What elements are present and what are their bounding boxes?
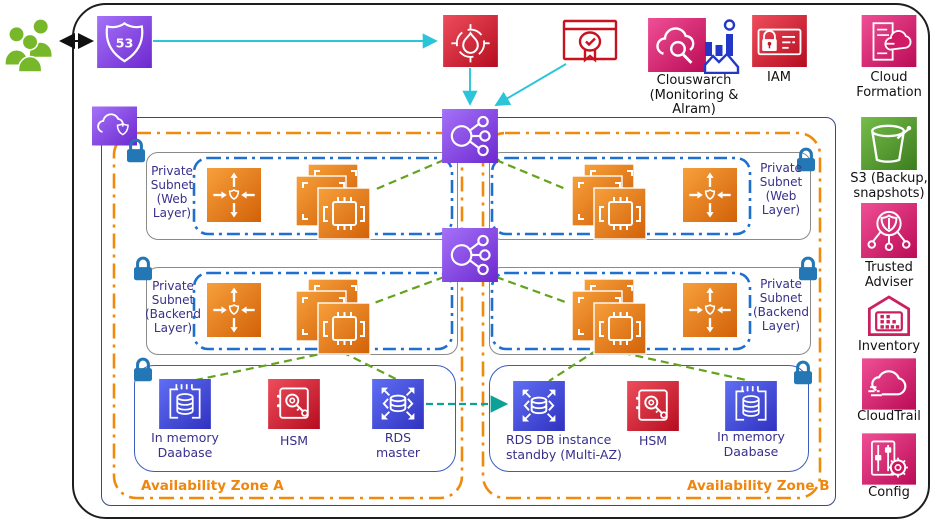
network-acl-icon — [207, 168, 261, 222]
waf-icon — [443, 15, 498, 67]
subnet-lock-icon — [125, 138, 147, 164]
svg-text:53: 53 — [116, 36, 134, 51]
elasticache-icon — [725, 381, 777, 431]
monitoring-chart-icon — [704, 19, 740, 74]
trusted-adviser-label: Trusted Adviser — [864, 260, 914, 290]
in-memory-db-label-zone-a: In memory Daabase — [151, 430, 219, 460]
ec2-instances-icon — [295, 164, 371, 240]
availability-zone-b-label: Availability Zone B — [687, 478, 830, 494]
elasticache-icon — [159, 379, 211, 429]
s3-label: S3 (Backup, snapshots) — [850, 171, 928, 201]
route53-icon: 53 — [97, 16, 152, 68]
subnet-lock-icon — [792, 360, 814, 386]
hsm-icon — [627, 381, 679, 431]
config-icon — [862, 433, 916, 485]
ec2-instances-icon — [571, 164, 647, 240]
cloudtrail-label: CloudTrail — [857, 409, 921, 424]
network-acl-icon — [683, 168, 737, 222]
rds-icon — [372, 379, 424, 429]
network-acl-icon — [683, 283, 737, 337]
users-icon — [4, 18, 54, 72]
web-subnet-label-zone-a: Private Subnet (Web Layer) — [150, 164, 194, 221]
cloudtrail-icon — [862, 358, 916, 410]
hsm-label-zone-b: HSM — [638, 433, 668, 448]
certificate-manager-icon — [562, 19, 618, 63]
cloudwatch-label: Clouswarch (Monitoring & Alram) — [649, 73, 739, 118]
inventory-label: Inventory — [857, 339, 921, 354]
inventory-icon — [867, 295, 911, 336]
in-memory-db-label-zone-b: In memory Daabase — [717, 429, 785, 459]
iam-label: IAM — [767, 70, 791, 85]
network-acl-icon — [207, 283, 261, 337]
cloudwatch-icon — [648, 18, 706, 72]
ec2-instances-icon — [295, 279, 371, 355]
rds-icon — [513, 381, 565, 431]
subnet-lock-icon — [132, 357, 154, 383]
load-balancer-icon — [442, 109, 498, 163]
rds-master-label: RDS master — [375, 430, 421, 460]
cloudformation-icon — [861, 15, 917, 67]
load-balancer-icon — [442, 228, 498, 282]
iam-icon — [752, 15, 807, 67]
backend-subnet-label-zone-b: Private Subnet (Backend Layer) — [753, 277, 809, 334]
cloudformation-label: Cloud Formation — [856, 70, 922, 100]
web-subnet-label-zone-b: Private Subnet (Web Layer) — [759, 161, 803, 218]
hsm-icon — [268, 379, 320, 429]
backend-subnet-label-zone-a: Private Subnet (Backend Layer) — [145, 279, 201, 336]
ec2-instances-icon — [571, 279, 647, 355]
s3-bucket-icon — [861, 117, 917, 170]
config-label: Config — [868, 485, 910, 500]
hsm-label-zone-a: HSM — [279, 433, 309, 448]
subnet-lock-icon — [132, 256, 154, 282]
aws-cloud-boundary — [72, 3, 930, 519]
availability-zone-a-label: Availability Zone A — [141, 478, 284, 494]
trusted-adviser-icon — [861, 203, 917, 258]
